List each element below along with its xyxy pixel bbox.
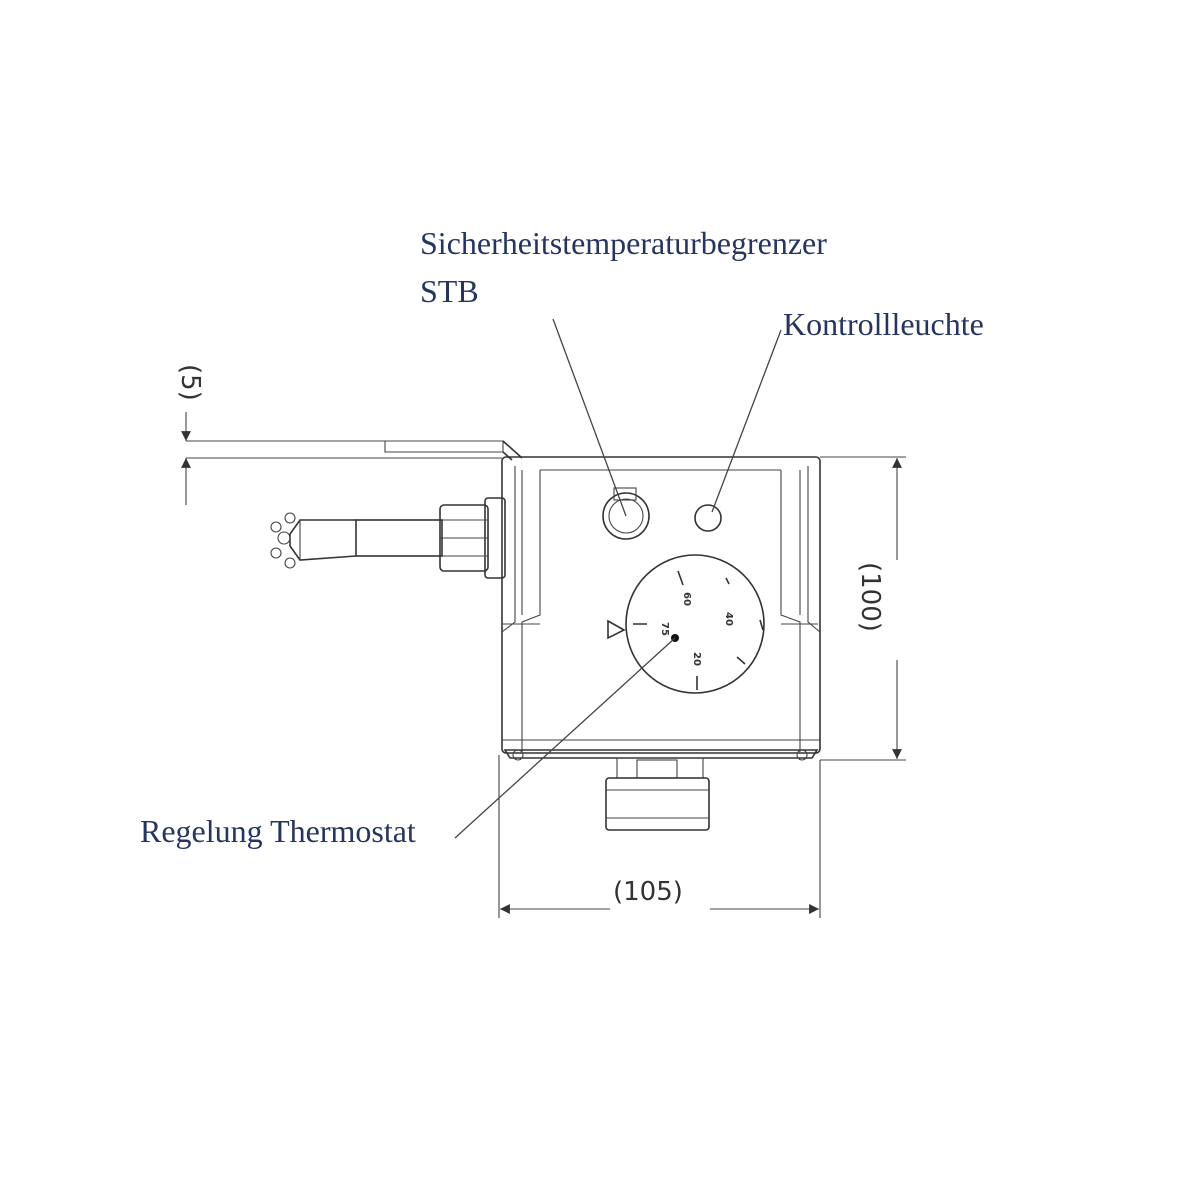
pilot-lamp <box>694 504 722 532</box>
dimension-height: (100) <box>820 456 906 761</box>
dimension-offset: (5) <box>175 364 502 505</box>
dial-mark-20: 20 <box>691 652 702 666</box>
stb-label: Sicherheitstemperaturbegrenzer STB <box>420 224 827 310</box>
dimension-offset-label: (5) <box>175 364 205 401</box>
housing <box>501 456 821 761</box>
dial-mark-60: 60 <box>681 592 692 606</box>
stb-label-line1: Sicherheitstemperaturbegrenzer <box>420 225 827 261</box>
dimension-width: (105) <box>498 755 821 918</box>
dimension-height-label: (100) <box>855 562 885 632</box>
triangle-pointer-icon <box>607 619 626 640</box>
pilot-lamp-label: Kontrollleuchte <box>783 306 984 342</box>
dial-mark-75: 75 <box>659 622 670 636</box>
stb-leader <box>552 318 627 517</box>
dial-mark-40: 40 <box>723 612 734 626</box>
bottom-gland <box>605 757 710 831</box>
thermostat-leader <box>454 637 676 839</box>
stb-reset-button <box>602 487 650 540</box>
pilot-lamp-leader <box>711 329 782 513</box>
thermostat-dial: 75 60 40 20 <box>625 554 765 694</box>
side-gland <box>270 497 506 579</box>
thermostat-label: Regelung Thermostat <box>140 813 416 849</box>
dimension-width-label: (105) <box>613 877 683 907</box>
stb-label-line2: STB <box>420 273 479 309</box>
sensor-bracket <box>384 440 523 461</box>
